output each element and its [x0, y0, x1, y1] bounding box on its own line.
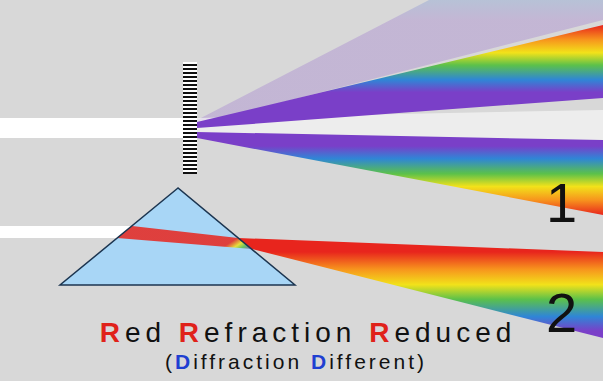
- prism-outline: [60, 188, 295, 285]
- word-part: (: [165, 350, 175, 373]
- word-part: ed: [125, 317, 166, 348]
- callout-number: 2: [546, 282, 577, 344]
- initial-letter: R: [179, 317, 204, 348]
- initial-letter: R: [100, 317, 125, 348]
- initial-letter: R: [369, 317, 394, 348]
- word-part: efraction: [204, 317, 356, 348]
- light-beam: [0, 118, 184, 138]
- initial-letter: D: [311, 350, 329, 373]
- word-gap: [166, 317, 179, 348]
- diffraction-spectrum: [197, 25, 603, 128]
- word-gap: [302, 350, 311, 373]
- prism: [60, 188, 295, 285]
- diffraction-grating: [183, 62, 197, 174]
- word-part: iffraction: [193, 350, 302, 373]
- mnemonic-note: (Diffraction Different): [165, 350, 427, 373]
- callout-number: 1: [546, 172, 577, 234]
- word-gap: [356, 317, 369, 348]
- grating-slits: [183, 62, 197, 174]
- refracted-band: [117, 226, 252, 249]
- word-part: educed: [394, 317, 516, 348]
- mnemonic-text: Red Refraction Reduced: [100, 318, 517, 349]
- word-part: ifferent): [329, 350, 427, 373]
- initial-letter: D: [175, 350, 193, 373]
- light-beam: [0, 226, 132, 238]
- diffraction-spectrum: [197, 132, 603, 215]
